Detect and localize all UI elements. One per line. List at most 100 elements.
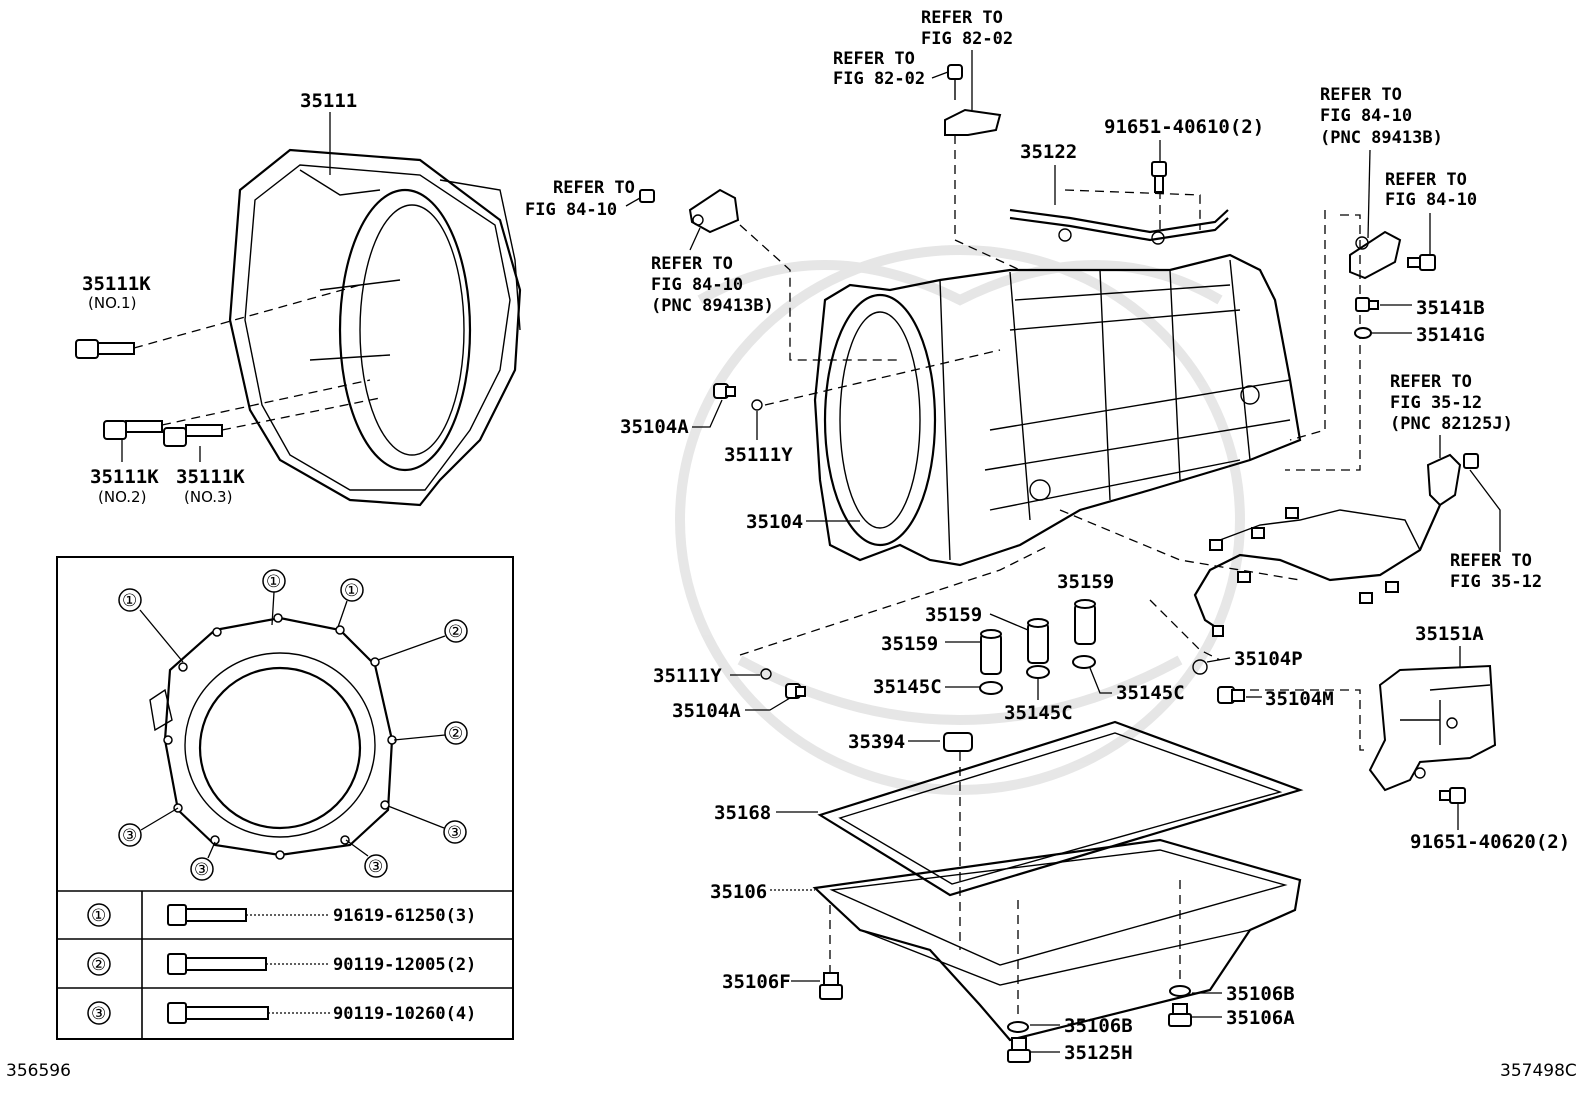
marker-3-right: ③ — [447, 823, 462, 843]
ref-label-7a: REFER TO — [1390, 372, 1472, 392]
label-35145c-b: 35145C — [1004, 702, 1073, 724]
ref-label-2b: FIG 84-10 — [651, 275, 743, 295]
bolt-91651-40620 — [1439, 787, 1466, 804]
row2-marker: ② — [91, 955, 106, 975]
bracket-top — [944, 108, 1002, 136]
washer-35145c-c — [979, 681, 1003, 695]
washer-35145c-b — [1026, 665, 1050, 679]
label-35106f: 35106F — [722, 971, 791, 993]
gasket-35168 — [817, 720, 1304, 897]
label-35106a: 35106A — [1226, 1007, 1295, 1029]
ref-label-2c: (PNC 89413B) — [651, 296, 774, 316]
ref-label-5c: (PNC 89413B) — [1320, 128, 1443, 148]
plug-35106a — [1168, 1003, 1192, 1027]
plug-35159-a — [1074, 599, 1096, 645]
label-35168: 35168 — [714, 802, 771, 824]
bell-housing-35111 — [228, 148, 522, 507]
ref-label-3b: FIG 82-02 — [921, 29, 1013, 49]
label-35145c-a: 35145C — [1116, 682, 1185, 704]
marker-3-bottom-left: ③ — [194, 860, 209, 880]
gasket-35106b-lower — [1007, 1021, 1029, 1033]
label-35159-a: 35159 — [1057, 571, 1114, 593]
label-35111k-no3: 35111K — [176, 466, 245, 488]
label-35145c-c: 35145C — [873, 676, 942, 698]
plug-35104m — [1217, 686, 1245, 704]
label-35122: 35122 — [1020, 141, 1077, 163]
label-35141b: 35141B — [1416, 297, 1485, 319]
sensor-82125j — [1426, 453, 1479, 507]
label-35111y-lower: 35111Y — [653, 665, 722, 687]
bolt-35141b — [1355, 297, 1379, 312]
ref-label-4a: REFER TO — [833, 49, 915, 69]
label-no3: (NO.3) — [184, 488, 232, 506]
label-35104: 35104 — [746, 511, 803, 533]
label-35125h: 35125H — [1064, 1042, 1133, 1064]
label-91651-40620: 91651-40620(2) — [1410, 831, 1570, 853]
cover-35151a — [1368, 664, 1497, 792]
row1-part: 91619-61250(3) — [333, 906, 476, 926]
label-35104p: 35104P — [1234, 648, 1303, 670]
label-35151a: 35151A — [1415, 623, 1484, 645]
ref-label-1b: FIG 84-10 — [525, 200, 617, 220]
ref-label-7b: FIG 35-12 — [1390, 393, 1482, 413]
bolt-91651-40610 — [1151, 161, 1167, 193]
bolt-35111k-no3 — [163, 424, 223, 447]
gasket-35106b-right — [1169, 985, 1191, 997]
label-35111y-upper: 35111Y — [724, 444, 793, 466]
row3-marker: ③ — [91, 1004, 106, 1024]
marker-1-top: ① — [266, 572, 281, 592]
row1-marker: ① — [91, 906, 106, 926]
plug-35104a-upper — [713, 383, 736, 399]
inset-markers: ① ① ① ② ② ③ ③ ③ ③ — [118, 569, 468, 881]
ref-label-5b: FIG 84-10 — [1320, 106, 1412, 126]
label-35104m: 35104M — [1265, 688, 1334, 710]
marker-1-left: ① — [122, 591, 137, 611]
marker-3-left: ③ — [122, 826, 137, 846]
speed-sensor-right — [1349, 230, 1402, 280]
plug-35104a-lower — [785, 683, 806, 699]
plug-35125h — [1007, 1037, 1031, 1063]
bolt-35111k-no2 — [103, 420, 163, 440]
label-35111: 35111 — [300, 90, 357, 112]
bolt-location-inset — [56, 556, 514, 1040]
marker-2-upper: ② — [448, 622, 463, 642]
marker-3-bottom-right: ③ — [368, 857, 383, 877]
ref-label-5a: REFER TO — [1320, 85, 1402, 105]
ref-label-8b: FIG 35-12 — [1450, 572, 1542, 592]
label-35104a-lower: 35104A — [672, 700, 741, 722]
washer-35141g — [1354, 327, 1372, 339]
label-35106b-right: 35106B — [1226, 983, 1295, 1005]
label-35106: 35106 — [710, 881, 767, 903]
label-35141g: 35141G — [1416, 324, 1485, 346]
label-35106b-lower: 35106B — [1064, 1015, 1133, 1037]
ref-label-4b: FIG 82-02 — [833, 69, 925, 89]
label-35159-c: 35159 — [881, 633, 938, 655]
oil-pan-35106 — [812, 838, 1302, 1042]
label-35104a-upper: 35104A — [620, 416, 689, 438]
plug-35159-c — [980, 629, 1002, 675]
ref-label-2a: REFER TO — [651, 254, 733, 274]
strainer-35394 — [943, 732, 973, 752]
label-35159-b: 35159 — [925, 604, 982, 626]
transmission-case-35104 — [813, 253, 1302, 567]
inset-table: ① 91619-61250(3) ② 90119-12005(2) ③ 9011… — [87, 903, 476, 1025]
row3-part: 90119-10260(4) — [333, 1004, 476, 1024]
speed-sensor-upper — [639, 188, 740, 234]
ref-label-6b: FIG 84-10 — [1385, 190, 1477, 210]
label-35111k-no2: 35111K — [90, 466, 159, 488]
ref-label-6a: REFER TO — [1385, 170, 1467, 190]
bolt-35106f — [819, 972, 843, 1000]
label-no2: (NO.2) — [98, 488, 146, 506]
bolt-right-sensor — [1407, 254, 1436, 271]
label-91651-40610: 91651-40610(2) — [1104, 116, 1264, 138]
ref-label-8a: REFER TO — [1450, 551, 1532, 571]
bolt-35111k-no1 — [75, 339, 135, 359]
ref-label-7c: (PNC 82125J) — [1390, 414, 1513, 434]
label-no1: (NO.1) — [88, 294, 136, 312]
washer-35145c-a — [1072, 655, 1096, 669]
wire-harness — [1193, 504, 1442, 637]
plug-35159-b — [1027, 618, 1049, 664]
oil-tube-35122 — [1009, 208, 1229, 245]
footer-right-code: 357498C — [1500, 1061, 1577, 1081]
ref-label-3a: REFER TO — [921, 8, 1003, 28]
